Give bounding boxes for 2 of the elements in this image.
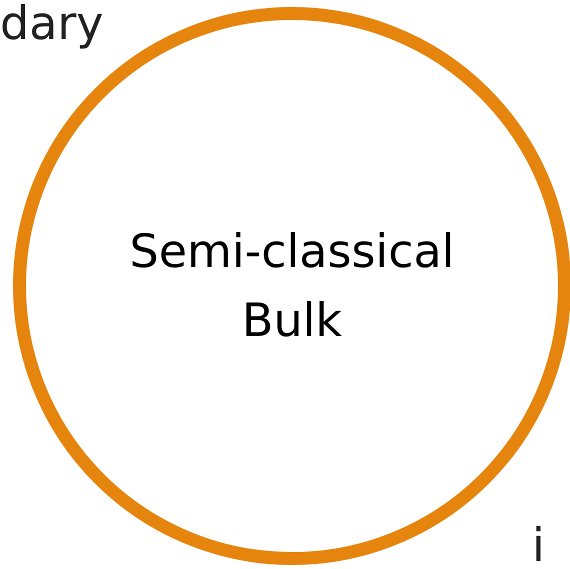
node-label: Semi-classical Bulk <box>128 223 456 349</box>
text-label: i <box>532 522 545 568</box>
